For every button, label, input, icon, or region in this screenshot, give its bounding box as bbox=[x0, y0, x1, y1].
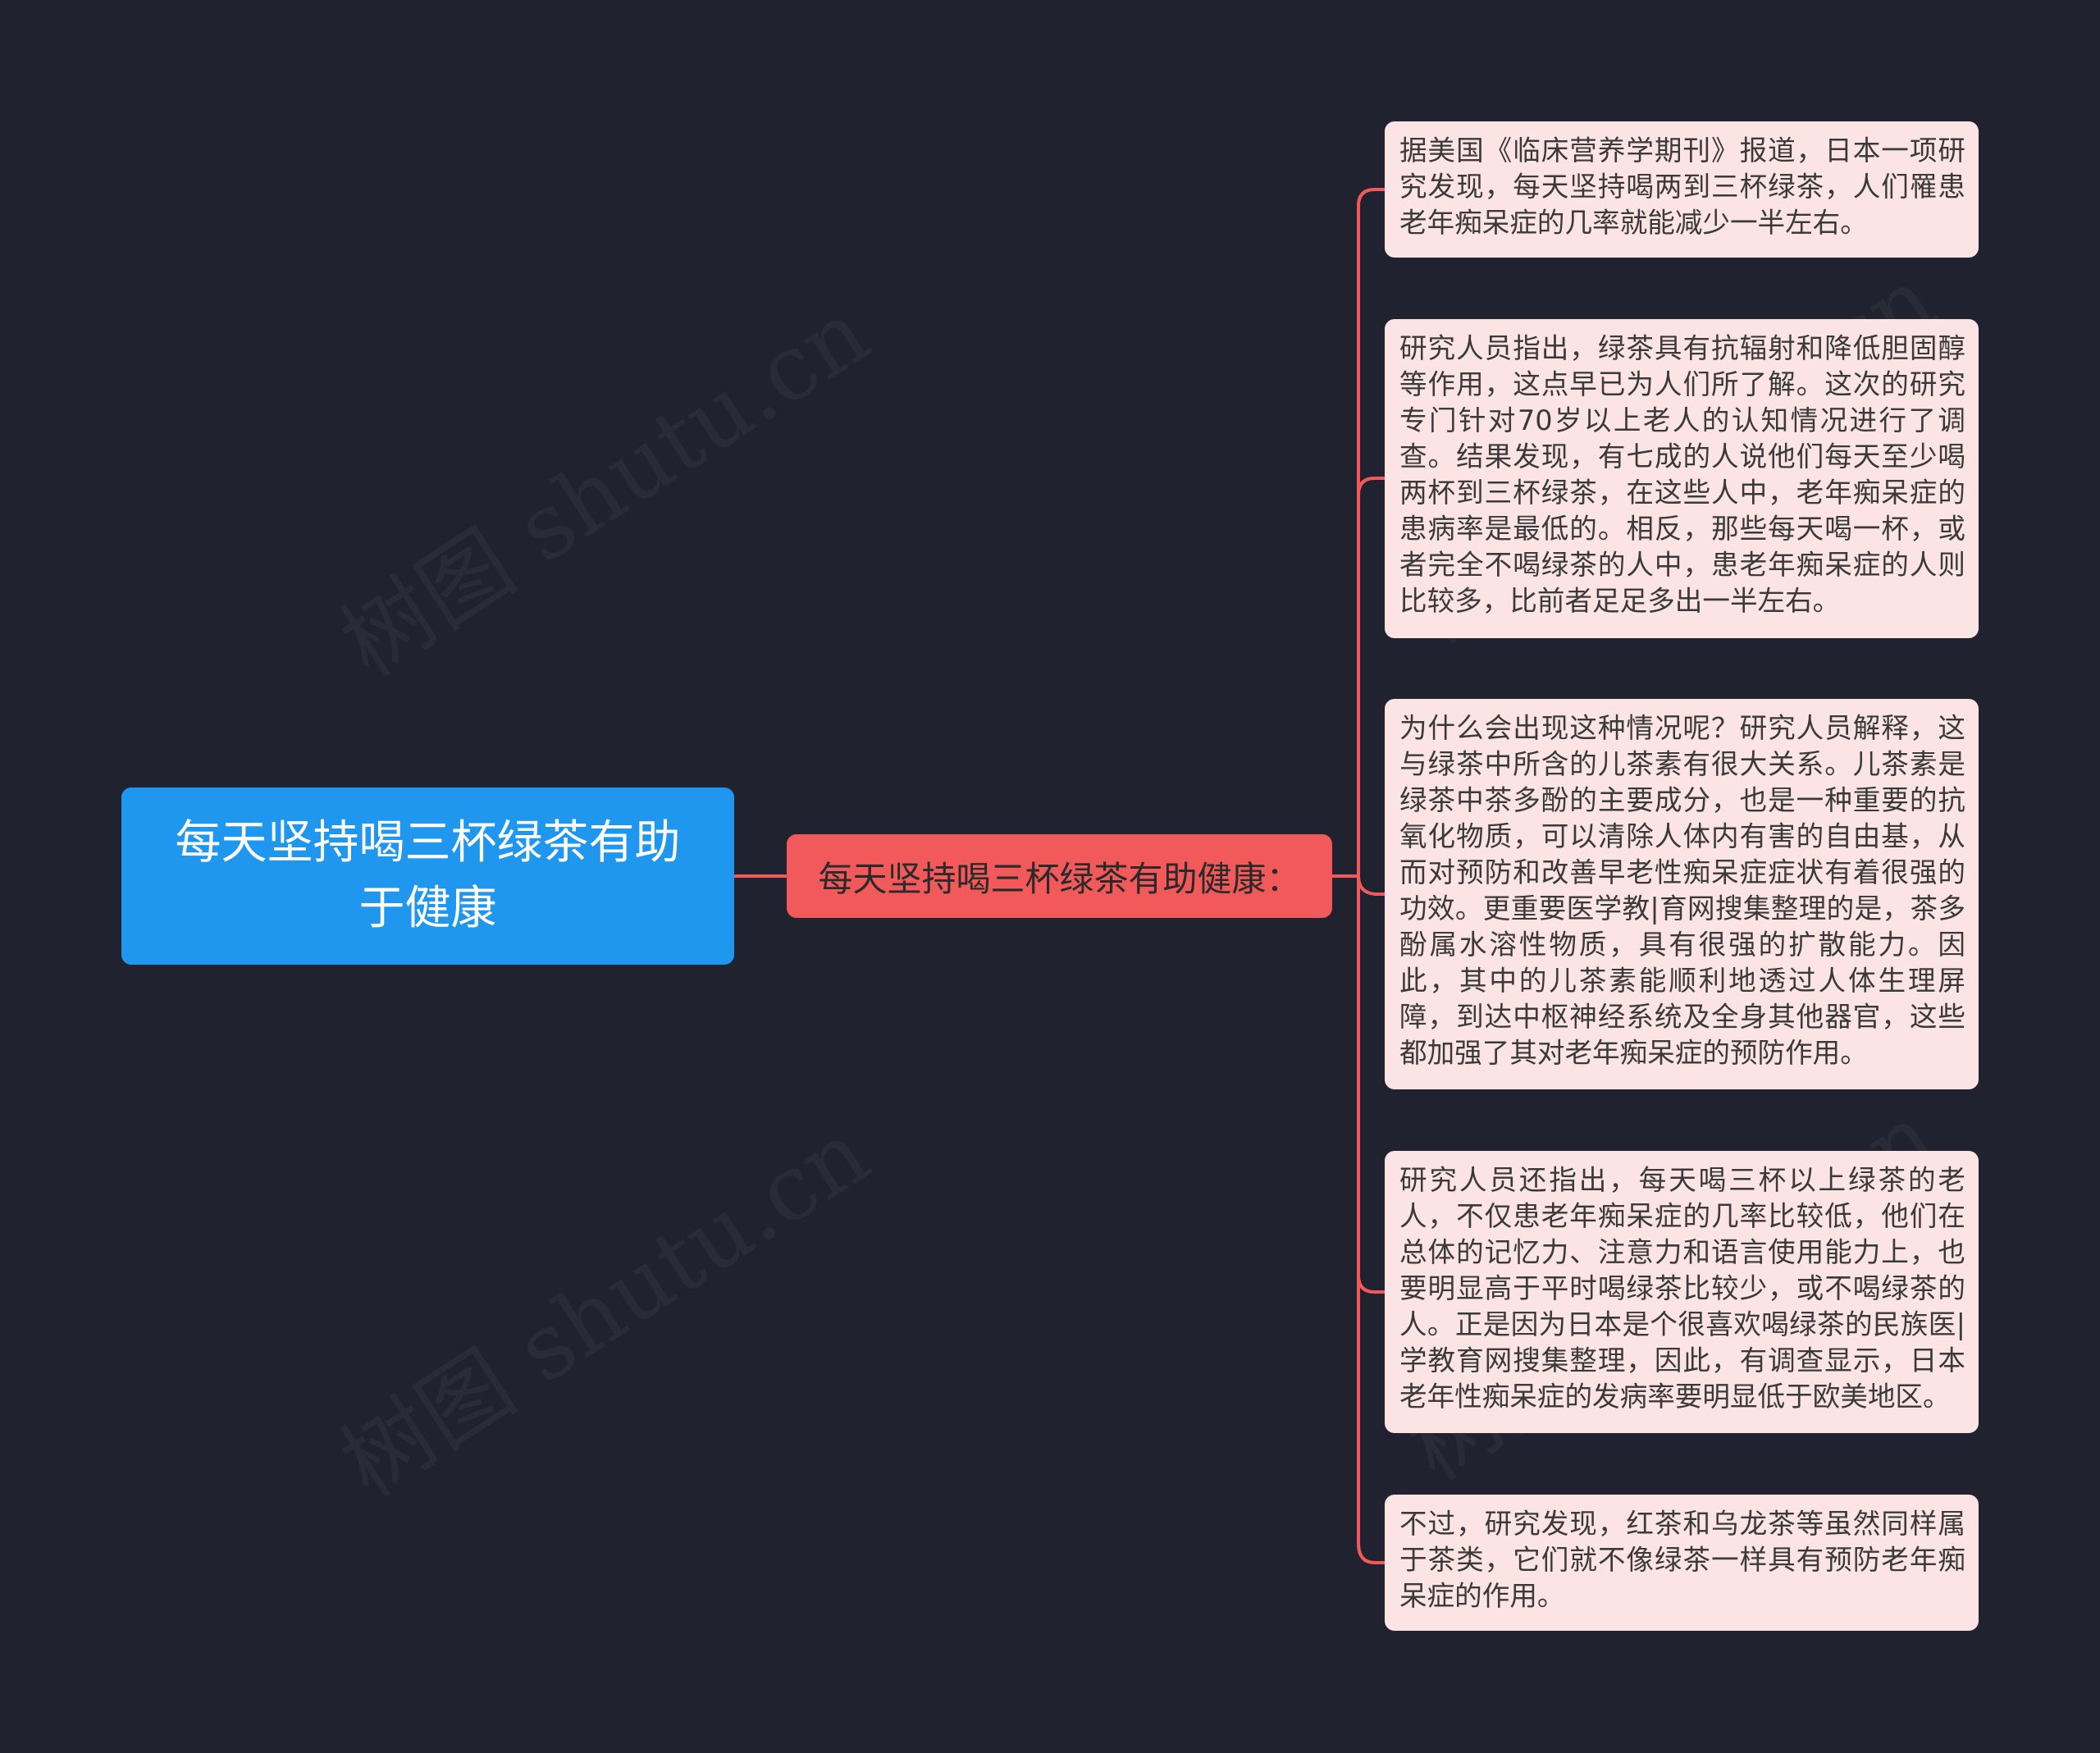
leaf-topic[interactable]: 研究人员还指出，每天喝三杯以上绿茶的老人，不仅患老年痴呆症的几率比较低，他们在总… bbox=[1385, 1151, 1979, 1433]
connector-leaf-2 bbox=[1357, 477, 1385, 495]
leaf-topic-text: 为什么会出现这种情况呢？研究人员解释，这与绿茶中所含的儿茶素有很大关系。儿茶素是… bbox=[1399, 712, 1965, 1069]
root-topic[interactable]: 每天坚持喝三杯绿茶有助于健康 bbox=[121, 787, 734, 965]
leaf-topic-text: 不过，研究发现，红茶和乌龙茶等虽然同样属于茶类，它们就不像绿茶一样具有预防老年痴… bbox=[1399, 1508, 1965, 1612]
branch-topic[interactable]: 每天坚持喝三杯绿茶有助健康： bbox=[787, 834, 1332, 918]
root-topic-label: 每天坚持喝三杯绿茶有助于健康 bbox=[175, 816, 681, 935]
leaf-topic-text: 研究人员还指出，每天喝三杯以上绿茶的老人，不仅患老年痴呆症的几率比较低，他们在总… bbox=[1399, 1164, 1965, 1413]
connector-leaf-1 bbox=[1357, 188, 1385, 207]
connector-leaf-3 bbox=[1357, 875, 1385, 896]
leaf-topic[interactable]: 研究人员指出，绿茶具有抗辐射和降低胆固醇等作用，这点早已为人们所了解。这次的研究… bbox=[1385, 319, 1979, 638]
connector-leaf-4 bbox=[1357, 1275, 1385, 1294]
leaf-topic[interactable]: 据美国《临床营养学期刊》报道，日本一项研究发现，每天坚持喝两到三杯绿茶，人们罹患… bbox=[1385, 121, 1979, 258]
connector-leaf-5 bbox=[1357, 1542, 1385, 1564]
branch-topic-label: 每天坚持喝三杯绿茶有助健康： bbox=[818, 858, 1301, 899]
leaf-topic-text: 研究人员指出，绿茶具有抗辐射和降低胆固醇等作用，这点早已为人们所了解。这次的研究… bbox=[1399, 332, 1965, 617]
leaf-topic-text: 据美国《临床营养学期刊》报道，日本一项研究发现，每天坚持喝两到三杯绿茶，人们罹患… bbox=[1399, 135, 1965, 239]
leaf-topic[interactable]: 不过，研究发现，红茶和乌龙茶等虽然同样属于茶类，它们就不像绿茶一样具有预防老年痴… bbox=[1385, 1495, 1979, 1631]
leaf-topic[interactable]: 为什么会出现这种情况呢？研究人员解释，这与绿茶中所含的儿茶素有很大关系。儿茶素是… bbox=[1385, 699, 1979, 1089]
